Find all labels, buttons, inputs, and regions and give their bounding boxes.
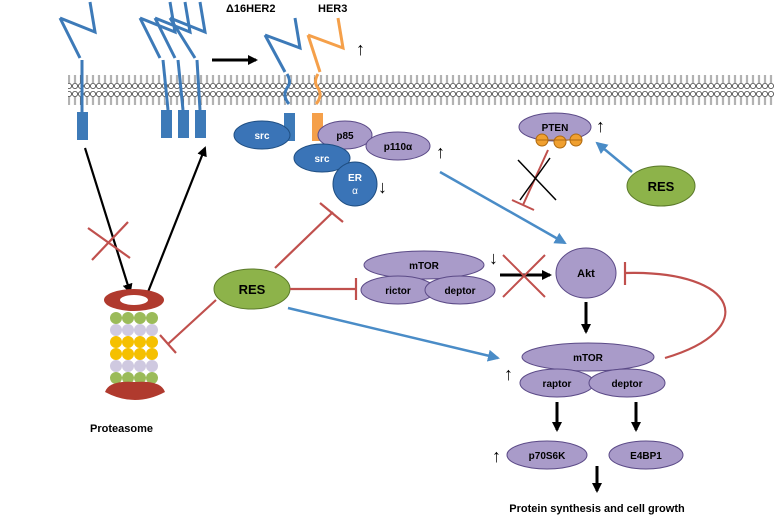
e4bp1-node: E4BP1 <box>608 440 684 470</box>
svg-text:src: src <box>254 131 269 142</box>
p70s6k-node: p70S6K <box>506 440 588 470</box>
res-inhibits-src-er <box>274 202 344 269</box>
her2-receptor-left <box>58 1 97 140</box>
her3-label: HER3 <box>318 3 347 15</box>
cell-membrane <box>68 75 774 105</box>
growth-output-label: Protein synthesis and cell growth <box>509 503 685 515</box>
src-node-1: src <box>233 120 291 150</box>
p70s6k-up-arrow: ↑ <box>492 446 501 466</box>
svg-text:p85: p85 <box>336 131 354 142</box>
proteasome-icon <box>104 289 165 400</box>
svg-text:src: src <box>314 154 329 165</box>
proteasome-label: Proteasome <box>90 423 153 435</box>
res-inhibits-proteasome <box>159 299 217 354</box>
svg-text:Akt: Akt <box>577 268 595 280</box>
delta16her2-receptor <box>263 17 302 141</box>
res-node-center: RES <box>213 268 291 310</box>
p85-node: p85 <box>317 120 373 150</box>
res-activates-pten-arrow <box>595 141 633 173</box>
res-inhibits-mtorc2 <box>290 278 358 300</box>
pten-node: PTEN <box>518 112 592 149</box>
pten-inhibition-blocked <box>511 149 549 211</box>
svg-text:RES: RES <box>239 282 266 297</box>
mtorc1-complex: mTOR raptor deptor <box>519 342 666 398</box>
svg-text:RES: RES <box>648 179 675 194</box>
svg-text:mTOR: mTOR <box>409 261 440 272</box>
mtorc2-down-arrow: ↓ <box>489 248 498 268</box>
her3-receptor <box>306 17 345 141</box>
her2-receptor-cluster <box>138 1 207 138</box>
blocked-degradation-cross <box>87 221 131 261</box>
delta16her2-label: Δ16HER2 <box>226 3 275 15</box>
her3-up-arrow: ↑ <box>356 39 365 59</box>
mtorc1-feedback-inhibition <box>623 262 727 360</box>
p110-up-arrow: ↑ <box>436 142 445 162</box>
p110-node: p110α <box>365 131 431 161</box>
svg-text:deptor: deptor <box>611 379 642 390</box>
pi3k-activates-akt-arrow <box>439 170 567 245</box>
svg-text:ER: ER <box>348 173 363 184</box>
svg-text:E4BP1: E4BP1 <box>630 451 662 462</box>
mtorc2-akt-blocked-cross <box>502 254 546 298</box>
svg-text:raptor: raptor <box>543 379 572 390</box>
svg-text:PTEN: PTEN <box>542 123 569 134</box>
svg-text:p110α: p110α <box>384 142 413 153</box>
res-activates-mtorc1-arrow <box>287 306 500 362</box>
er-alpha-node: ER α <box>332 161 378 207</box>
svg-text:rictor: rictor <box>385 286 411 297</box>
svg-text:mTOR: mTOR <box>573 353 604 364</box>
svg-text:p70S6K: p70S6K <box>529 451 566 462</box>
svg-text:α: α <box>352 186 358 197</box>
to-proteasome-arrow <box>83 147 133 294</box>
svg-text:deptor: deptor <box>444 286 475 297</box>
mtorc1-up-arrow: ↑ <box>504 364 513 384</box>
mtorc2-complex: mTOR rictor deptor <box>360 250 496 305</box>
src-node-2: src <box>293 143 351 173</box>
er-down-arrow: ↓ <box>378 177 387 197</box>
pten-cross <box>517 157 557 201</box>
res-node-right: RES <box>626 165 696 207</box>
akt-node: Akt <box>555 247 617 299</box>
pten-up-arrow: ↑ <box>596 116 605 136</box>
from-proteasome-arrow <box>146 146 207 293</box>
